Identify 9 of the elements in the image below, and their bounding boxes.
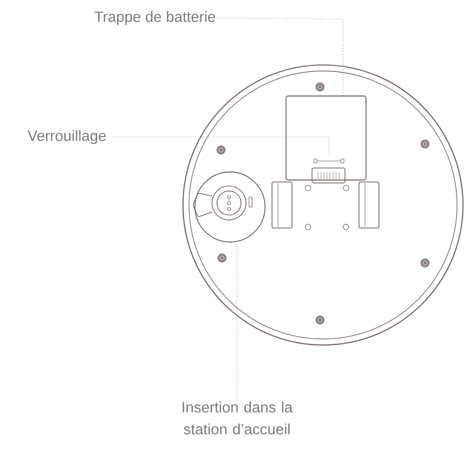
docking-connector (193, 172, 266, 242)
battery-door (286, 96, 366, 180)
callout-label: Insertion dans la station d’accueil (182, 402, 293, 434)
callout-label: Trappe de batterie (94, 11, 216, 25)
callout-label: Verrouillage (28, 130, 106, 144)
leader-line (236, 242, 238, 401)
leader-line (107, 136, 330, 156)
latch (312, 158, 346, 184)
leader-line (216, 18, 344, 96)
